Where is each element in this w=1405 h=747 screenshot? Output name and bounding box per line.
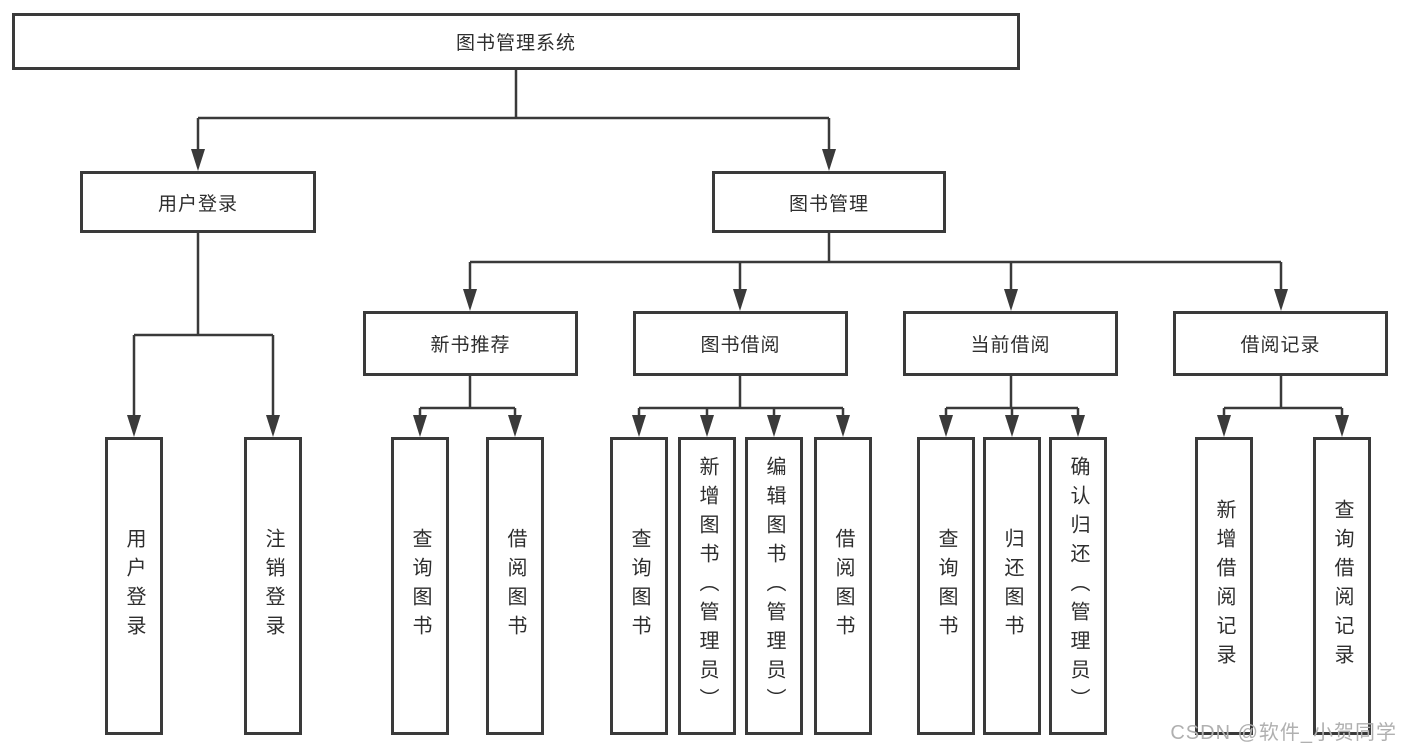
node-book-management: 图书管理 [712,171,946,233]
leaf-recommend-borrow-book: 借阅图书 [486,437,544,735]
leaf-current-query-book: 查询图书 [917,437,975,735]
node-root: 图书管理系统 [12,13,1020,70]
node-user-login: 用户登录 [80,171,316,233]
arrowheads [127,149,1349,437]
leaf-add-borrow-record: 新增借阅记录 [1195,437,1253,735]
leaf-borrowing-borrow-book: 借阅图书 [814,437,872,735]
leaf-borrowing-query-book: 查询图书 [610,437,668,735]
leaf-logout: 注销登录 [244,437,302,735]
node-new-book-recommend: 新书推荐 [363,311,578,376]
leaf-confirm-return-admin: 确认归还（管理员） [1049,437,1107,735]
node-borrowing-records: 借阅记录 [1173,311,1388,376]
watermark: CSDN @软件_小贺同学 [1170,722,1397,744]
leaf-user-login: 用户登录 [105,437,163,735]
node-book-borrowing: 图书借阅 [633,311,848,376]
leaf-recommend-query-book: 查询图书 [391,437,449,735]
leaf-add-book-admin: 新增图书（管理员） [678,437,736,735]
leaf-return-book: 归还图书 [983,437,1041,735]
node-current-borrowing: 当前借阅 [903,311,1118,376]
leaf-edit-book-admin: 编辑图书（管理员） [745,437,803,735]
leaf-query-borrow-record: 查询借阅记录 [1313,437,1371,735]
